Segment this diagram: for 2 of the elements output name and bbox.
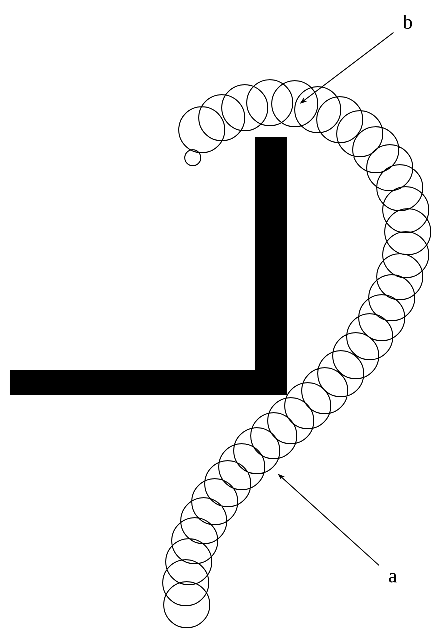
label-letter: a [389, 573, 398, 583]
label-letter: b [403, 14, 412, 30]
